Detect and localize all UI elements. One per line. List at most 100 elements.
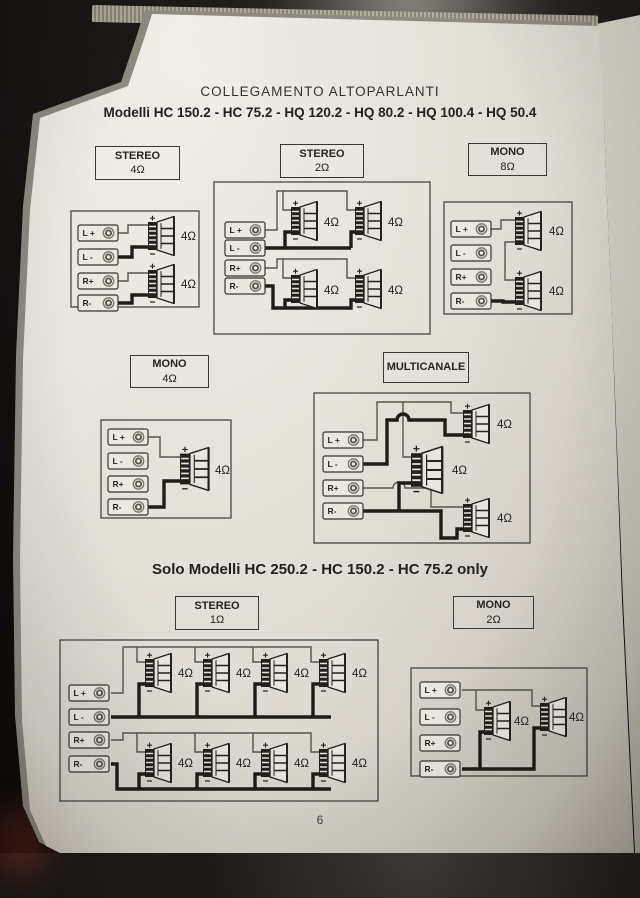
speaker-icon (202, 741, 230, 784)
terminal-l-minus: L - (107, 452, 149, 470)
svg-text:L -: L - (328, 459, 338, 469)
impedance-label: 4Ω (352, 758, 367, 770)
speaker-icon (260, 741, 288, 784)
wiring (111, 646, 331, 791)
svg-text:R+: R+ (230, 263, 241, 273)
terminal-r-minus: R- (322, 502, 364, 520)
terminal-r-plus: R+ (77, 272, 119, 290)
terminal-r-minus: R- (224, 277, 266, 295)
svg-text:L -: L - (230, 243, 240, 253)
impedance-label: 4Ω (388, 217, 403, 229)
terminal-r-plus: R+ (107, 475, 149, 493)
speaker-icon (202, 651, 230, 694)
mode-label: STEREO (114, 149, 161, 162)
titlebox-mono-2ohm: MONO 2Ω (453, 596, 534, 629)
speaker-icon (354, 267, 382, 310)
svg-text:L -: L - (83, 252, 93, 262)
svg-text:R-: R- (456, 296, 465, 306)
impedance-label: 4Ω (452, 465, 467, 477)
impedance-label: 4Ω (549, 226, 564, 238)
diagram-mono-8ohm: L + L - R+ R- 4Ω 4Ω (443, 201, 573, 315)
impedance-label: 4Ω (549, 286, 564, 298)
svg-text:R-: R- (113, 502, 122, 512)
impedance-label: 4Ω (236, 758, 251, 770)
impedance-label: 4Ω (181, 279, 196, 291)
page-content: COLLEGAMENTO ALTOPARLANTI Modelli HC 150… (59, 84, 588, 827)
mode-label: MONO (152, 358, 187, 371)
terminal-l-minus: L - (77, 248, 119, 266)
speaker-icon (462, 402, 490, 445)
terminal-r-minus: R- (450, 292, 492, 310)
diagram-border (59, 639, 379, 802)
terminal-l-plus: L + (322, 431, 364, 449)
wiring (489, 219, 515, 304)
svg-text:R+: R+ (328, 483, 339, 493)
speaker-icon (147, 262, 175, 305)
diagram-border (410, 667, 588, 777)
terminal-l-minus: L - (419, 708, 461, 726)
diagram-stereo-1ohm: L + L - R+ R- 4Ω 4Ω 4Ω 4Ω 4Ω 4Ω 4Ω 4Ω (59, 639, 379, 802)
speaker-icon (483, 699, 511, 742)
svg-text:L +: L + (83, 228, 95, 238)
diagram-border (443, 201, 573, 315)
svg-text:R+: R+ (113, 479, 124, 489)
diagram-border (100, 419, 232, 519)
mode-label: MONO (476, 599, 511, 612)
impedance-label: 2Ω (486, 613, 501, 626)
impedance-label: 4Ω (324, 217, 339, 229)
terminal-r-plus: R+ (322, 479, 364, 497)
impedance-label: 4Ω (215, 465, 230, 477)
wiring (363, 401, 463, 540)
impedance-label: 4Ω (388, 285, 403, 297)
svg-text:R-: R- (425, 764, 434, 774)
page-title: COLLEGAMENTO ALTOPARLANTI (200, 84, 440, 99)
speaker-icon (354, 199, 382, 242)
diagram-stereo-4ohm: L + L - R+ R- 4Ω 4Ω (70, 210, 200, 312)
terminal-r-minus: R- (68, 755, 110, 773)
speaker-icon (514, 269, 542, 312)
titlebox-stereo-2ohm: STEREO 2Ω (280, 144, 364, 178)
mode-label: STEREO (299, 147, 345, 160)
svg-text:L +: L + (74, 688, 86, 698)
terminal-r-plus: R+ (224, 259, 266, 277)
speaker-icon (260, 651, 288, 694)
svg-text:L -: L - (113, 456, 123, 466)
speaker-icon (144, 741, 172, 784)
impedance-label: 4Ω (497, 419, 512, 431)
titlebox-mono-8ohm: MONO 8Ω (468, 143, 547, 176)
speaker-icon (290, 199, 318, 242)
diagram-border (213, 181, 431, 335)
svg-text:L +: L + (113, 432, 125, 442)
svg-text:L +: L + (456, 224, 468, 234)
impedance-label: 1Ω (209, 614, 225, 626)
impedance-label: 4Ω (181, 231, 196, 243)
speaker-icon (144, 651, 172, 694)
impedance-label: 4Ω (294, 668, 309, 680)
terminal-r-plus: R+ (450, 268, 492, 286)
svg-text:R+: R+ (456, 272, 467, 282)
impedance-label: 4Ω (236, 668, 251, 680)
terminal-r-minus: R- (77, 294, 119, 312)
terminal-r-plus: R+ (419, 734, 461, 752)
speaker-icon (318, 651, 346, 694)
terminal-l-minus: L - (450, 244, 492, 262)
terminal-l-plus: L + (107, 428, 149, 446)
titlebox-stereo-1ohm: STEREO 1Ω (175, 596, 259, 630)
terminal-l-plus: L + (68, 684, 110, 702)
wiring (116, 224, 148, 305)
impedance-label: 4Ω (497, 513, 512, 525)
diagram-stereo-2ohm: L + L - R+ R- 4Ω 4Ω 4Ω 4Ω (213, 181, 431, 335)
speaker-icon (290, 267, 318, 310)
impedance-label: 4Ω (130, 164, 145, 176)
svg-text:L -: L - (456, 248, 466, 258)
svg-text:R-: R- (328, 506, 337, 516)
solo-models-heading: Solo Modelli HC 250.2 - HC 150.2 - HC 75… (152, 561, 488, 578)
models-heading: Modelli HC 150.2 - HC 75.2 - HQ 120.2 - … (103, 105, 537, 120)
impedance-label: 4Ω (352, 668, 367, 680)
terminal-l-plus: L + (224, 221, 266, 239)
wiring (462, 689, 540, 771)
mode-label: MONO (490, 146, 525, 159)
svg-text:R+: R+ (425, 738, 436, 748)
terminal-l-minus: L - (224, 239, 266, 257)
speaker-icon (178, 445, 210, 492)
